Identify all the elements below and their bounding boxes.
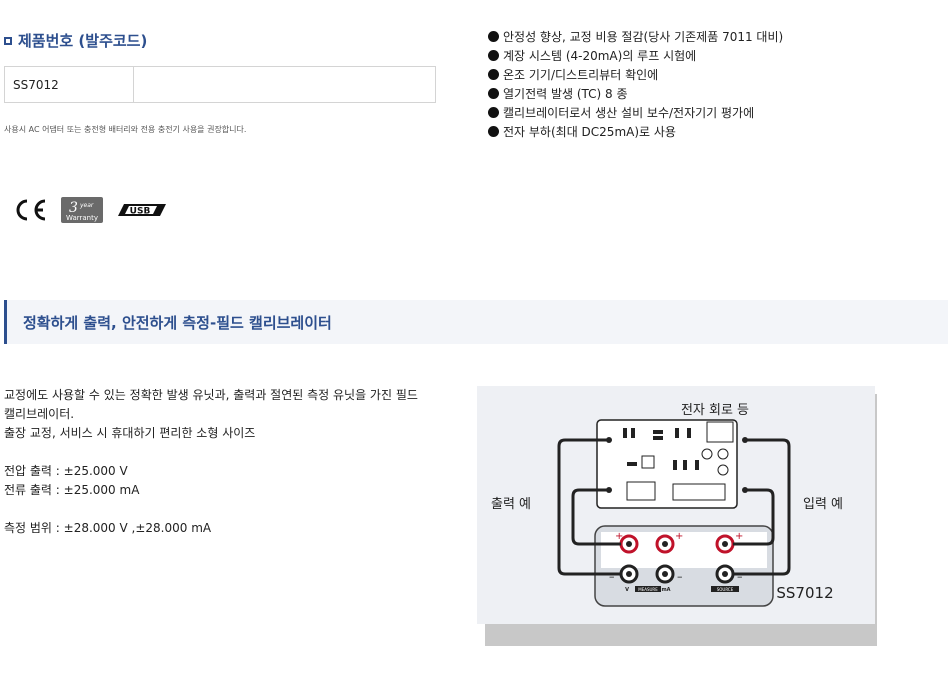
board-resistor <box>653 436 663 440</box>
model-label: SS7012 <box>776 584 833 602</box>
board-chip <box>706 421 734 443</box>
input-wire-plus <box>733 488 775 546</box>
minus-mark: – <box>609 570 615 583</box>
bullet-icon <box>488 88 499 99</box>
voltage-output-spec: 전압 출력 : ±25.000 V <box>4 464 128 478</box>
usage-note: 사용시 AC 어댑터 또는 충전형 배터리와 전용 충전기 사용을 권장합니다. <box>4 125 247 134</box>
feature-item: 계장 시스템 (4-20mA)의 루프 시험에 <box>488 47 783 66</box>
product-code-table: SS7012 <box>4 66 436 103</box>
board-capacitor <box>701 448 713 460</box>
ce-mark-icon <box>16 199 46 221</box>
output-wire-plus <box>571 488 621 546</box>
square-bullet-icon <box>4 36 12 45</box>
board-resistor <box>673 460 677 470</box>
input-wire-com <box>733 438 791 576</box>
board-resistor <box>653 430 663 434</box>
board-resistor <box>695 460 699 470</box>
description-line: 캘리브레이터. <box>4 407 75 421</box>
output-wire-com <box>557 438 621 576</box>
wiring-diagram: 전자 회로 등 + + + – – – V MEASURE mA SOURCE … <box>477 386 877 646</box>
board-resistor <box>683 460 687 470</box>
measure-label: MEASURE <box>638 587 658 592</box>
bullet-icon <box>488 50 499 61</box>
circuit-label: 전자 회로 등 <box>681 403 749 418</box>
product-code-cell: SS7012 <box>5 67 134 102</box>
svg-text:USB: USB <box>130 207 151 217</box>
feature-item: 전자 부하(최대 DC25mA)로 사용 <box>488 123 783 142</box>
product-code-value <box>134 67 435 102</box>
bullet-icon <box>488 126 499 137</box>
v-label: V <box>625 587 629 593</box>
bullet-icon <box>488 69 499 80</box>
plus-mark: + <box>615 531 623 542</box>
certification-badges: 3 year Warranty USB <box>12 196 168 224</box>
usb-logo-icon: USB <box>118 204 166 217</box>
feature-item: 안정성 향상, 교정 비용 절감(당사 기존제품 7011 대비) <box>488 28 783 47</box>
description-line: 교정에도 사용할 수 있는 정확한 발생 유닛과, 출력과 절연된 측정 유닛을… <box>4 388 418 402</box>
measure-tag <box>635 586 661 592</box>
board-ic-left <box>626 481 656 501</box>
feature-item: 열기전력 발생 (TC) 8 종 <box>488 85 783 104</box>
board-ic-small <box>641 455 655 469</box>
svg-text:year: year <box>79 202 94 209</box>
source-label: SOURCE <box>717 587 734 592</box>
feature-item: 온조 기기/디스트리뷰터 확인에 <box>488 66 783 85</box>
banner-title: 정확하게 출력, 안전하게 측정-필드 캘리브레이터 <box>23 313 332 332</box>
board-resistor <box>623 428 627 438</box>
minus-mark: – <box>737 570 743 583</box>
bullet-icon <box>488 107 499 118</box>
plus-mark: + <box>675 531 683 542</box>
board-resistor <box>627 462 637 466</box>
input-example-label: 입력 예 <box>803 497 843 512</box>
minus-mark: – <box>677 570 683 583</box>
bullet-icon <box>488 31 499 42</box>
product-code-heading: 제품번호 (발주코드) <box>4 30 147 51</box>
board-ic-right <box>672 483 726 501</box>
board-resistor <box>675 428 679 438</box>
board-capacitor <box>717 448 729 460</box>
plus-mark: + <box>735 531 743 542</box>
section-banner: 정확하게 출력, 안전하게 측정-필드 캘리브레이터 <box>4 300 948 344</box>
feature-item: 캘리브레이터로서 생산 설비 보수/전자기기 평가에 <box>488 104 783 123</box>
current-output-spec: 전류 출력 : ±25.000 mA <box>4 483 140 497</box>
board-resistor <box>687 428 691 438</box>
product-code-heading-text: 제품번호 (발주코드) <box>18 32 148 50</box>
svg-text:Warranty: Warranty <box>66 214 98 222</box>
warranty-badge-icon: 3 year Warranty <box>61 197 103 223</box>
product-description: 교정에도 사용할 수 있는 정확한 발생 유닛과, 출력과 절연된 측정 유닛을… <box>4 386 454 538</box>
svg-text:3: 3 <box>69 200 78 216</box>
board-capacitor <box>717 464 729 476</box>
board-resistor <box>631 428 635 438</box>
description-line: 출장 교정, 서비스 시 휴대하기 편리한 소형 사이즈 <box>4 426 256 440</box>
output-example-label: 출력 예 <box>491 497 531 512</box>
feature-list: 안정성 향상, 교정 비용 절감(당사 기존제품 7011 대비) 계장 시스템… <box>488 28 783 142</box>
source-tag <box>711 586 739 592</box>
measure-range-spec: 측정 범위 : ±28.000 V ,±28.000 mA <box>4 521 212 535</box>
ma-label: mA <box>661 587 670 593</box>
